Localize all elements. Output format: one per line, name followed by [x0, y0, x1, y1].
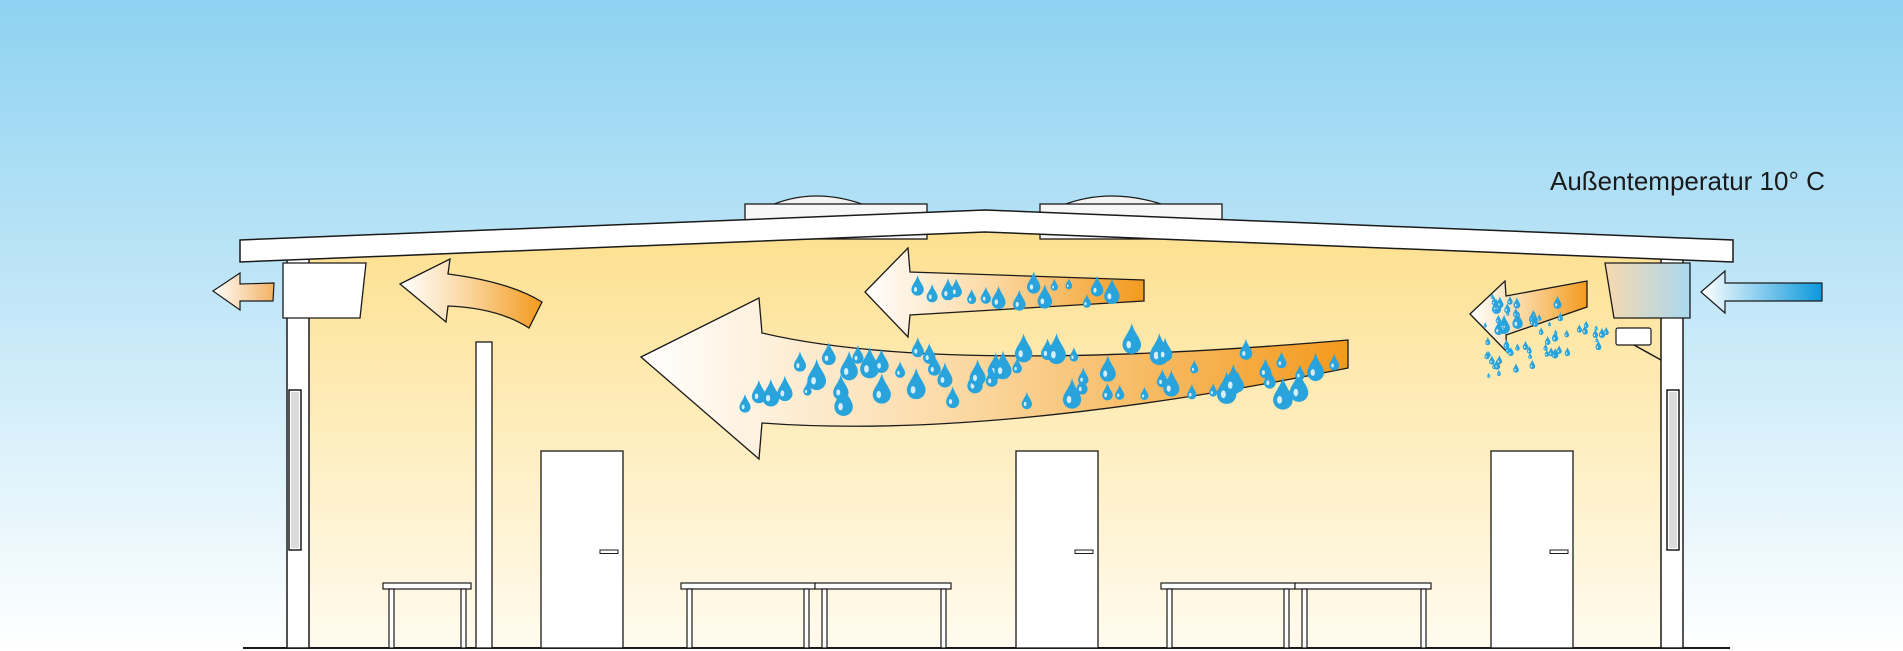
door-handle-icon — [1549, 549, 1569, 554]
fresh-air-arrow-icon — [1700, 269, 1823, 315]
partition-post — [475, 341, 493, 649]
door-center — [1015, 450, 1099, 649]
exhaust-air-arrow-icon — [211, 271, 275, 312]
rising-warm-air-arrow-icon — [398, 257, 543, 329]
left-window-glass — [291, 392, 299, 548]
supply-vent-unit — [1604, 262, 1691, 319]
door-right — [1490, 450, 1574, 649]
roof-slab — [239, 209, 1734, 263]
exhaust-vent-unit — [282, 262, 367, 319]
door-handle-icon — [1074, 549, 1094, 554]
door-handle-icon — [599, 549, 619, 554]
outside-temperature-label: Außentemperatur 10° C — [1550, 166, 1825, 196]
table-5 — [1294, 582, 1432, 649]
right-window-glass — [1669, 392, 1677, 548]
table-1 — [382, 582, 472, 649]
upper-humid-air-arrow-icon — [864, 246, 1145, 339]
table-3 — [814, 582, 952, 649]
door-left — [540, 450, 624, 649]
humidifier-nozzle — [1615, 327, 1662, 361]
interior-room — [290, 230, 1680, 648]
